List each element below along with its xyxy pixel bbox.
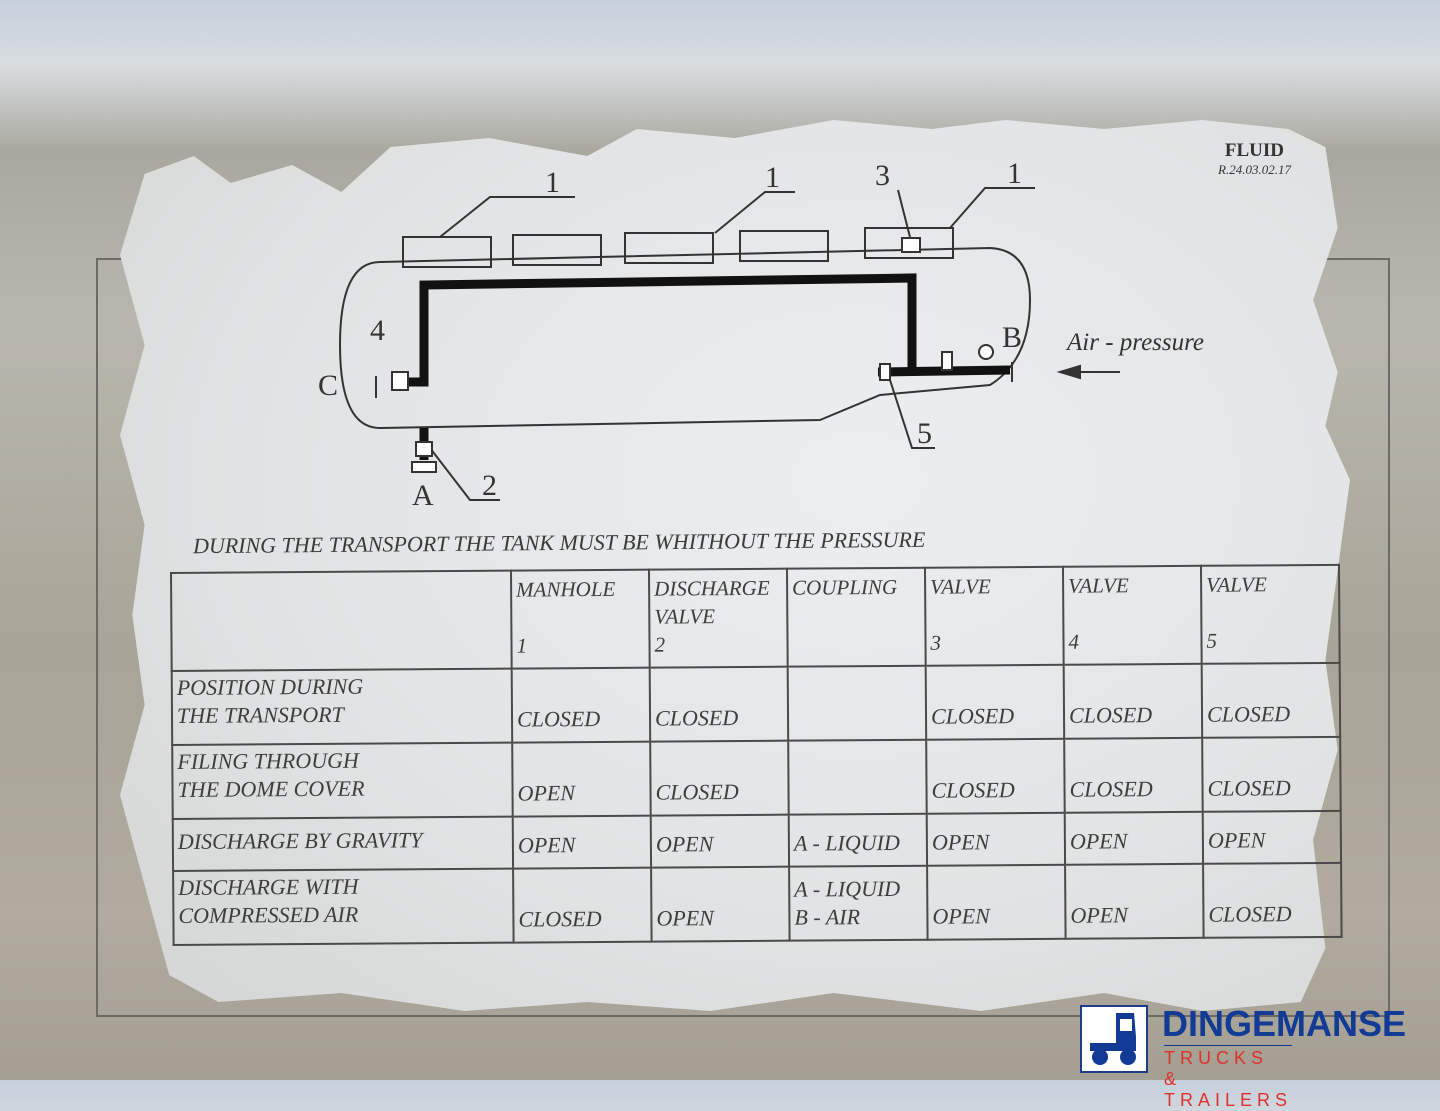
table-cell: CLOSED xyxy=(925,664,1065,740)
table-cell: OPEN xyxy=(1064,811,1204,865)
callout-b: B xyxy=(1002,321,1022,354)
manhole xyxy=(512,234,602,266)
air-arrow-icon xyxy=(1056,364,1120,380)
maker-mark: FLUID R.24.03.02.17 xyxy=(1218,140,1291,178)
table-cell: OPEN xyxy=(926,812,1066,866)
logo-tagline: TRUCKS & TRAILERS xyxy=(1164,1045,1293,1111)
table-cell: OPEN xyxy=(651,866,790,942)
header-cell: COUPLING xyxy=(786,567,926,667)
coupling-c-icon xyxy=(375,362,1013,473)
table-cell: OPEN xyxy=(512,815,652,869)
callout-1: 1 xyxy=(1007,157,1022,190)
logo-name: DINGEMANSE xyxy=(1162,1003,1407,1044)
manhole xyxy=(402,236,492,268)
row-label-cell: DISCHARGE WITH COMPRESSED AIR xyxy=(173,868,514,945)
table-cell xyxy=(788,739,927,815)
manhole xyxy=(624,232,714,264)
callout-c: C xyxy=(318,369,338,402)
table-cell: CLOSED xyxy=(650,740,789,816)
callout-2: 2 xyxy=(482,469,497,502)
table-cell: CLOSED xyxy=(513,867,652,943)
header-cell: VALVE 5 xyxy=(1200,564,1340,664)
safety-valve-icon xyxy=(941,351,953,371)
row-label-cell: FILING THROUGH THE DOME COVER xyxy=(172,742,513,819)
header-cell: VALVE 3 xyxy=(924,566,1064,666)
revision-code: R.24.03.02.17 xyxy=(1218,162,1291,177)
table-cell: CLOSED xyxy=(1064,737,1203,813)
header-cell: VALVE 4 xyxy=(1062,565,1202,665)
table-cell: CLOSED xyxy=(926,738,1065,814)
valve-4-icon xyxy=(391,371,409,391)
table-cell: CLOSED xyxy=(1063,663,1203,739)
tank-diagram: 1 1 3 1 4 C B 5 A 2 Air - pressure xyxy=(318,157,1204,512)
callout-3: 3 xyxy=(875,159,890,192)
table-cell: CLOSED xyxy=(1201,662,1341,738)
manhole xyxy=(739,230,829,262)
valve-5-icon xyxy=(879,363,891,381)
header-cell: DISCHARGE VALVE 2 xyxy=(648,568,788,668)
callout-a: A xyxy=(412,479,434,512)
table-cell: CLOSED xyxy=(511,667,651,743)
callout-5: 5 xyxy=(917,417,932,450)
manhole xyxy=(864,227,954,259)
table-cell: OPEN xyxy=(1065,863,1204,939)
instruction-label xyxy=(120,120,1350,1011)
row-label-cell: DISCHARGE BY GRAVITY xyxy=(172,816,514,871)
air-pressure-label: Air - pressure xyxy=(1065,329,1204,356)
callout-1: 1 xyxy=(545,166,560,199)
table-cell: OPEN xyxy=(650,814,790,868)
table-cell: CLOSED xyxy=(649,666,789,742)
table-cell: CLOSED xyxy=(1202,736,1341,812)
pressure-gauge-icon xyxy=(978,344,994,360)
callout-1: 1 xyxy=(765,161,780,194)
table-header-row: MANHOLE 1 DISCHARGE VALVE 2 COUPLING VAL… xyxy=(171,564,1340,671)
callout-4: 4 xyxy=(370,314,385,347)
air-pipe xyxy=(402,273,917,387)
header-cell: MANHOLE 1 xyxy=(510,569,650,669)
table-cell: OPEN xyxy=(927,864,1066,940)
table-cell xyxy=(787,665,927,741)
table-cell: A - LIQUID xyxy=(788,813,928,867)
row-label-cell: POSITION DURING THE TRANSPORT xyxy=(171,668,513,745)
table-cell: CLOSED xyxy=(1203,862,1342,938)
valve-2-icon xyxy=(415,441,433,457)
valve-3-icon xyxy=(901,237,921,253)
maker-name: FLUID xyxy=(1224,140,1285,161)
table-cell: OPEN xyxy=(1202,810,1342,864)
valve-position-table: MANHOLE 1 DISCHARGE VALVE 2 COUPLING VAL… xyxy=(170,564,1343,946)
table-cell: A - LIQUID B - AIR xyxy=(789,865,928,941)
tank-outline xyxy=(338,246,1032,430)
table-cell: OPEN xyxy=(512,741,651,817)
truck-icon xyxy=(1080,1005,1148,1073)
header-cell xyxy=(171,570,512,671)
